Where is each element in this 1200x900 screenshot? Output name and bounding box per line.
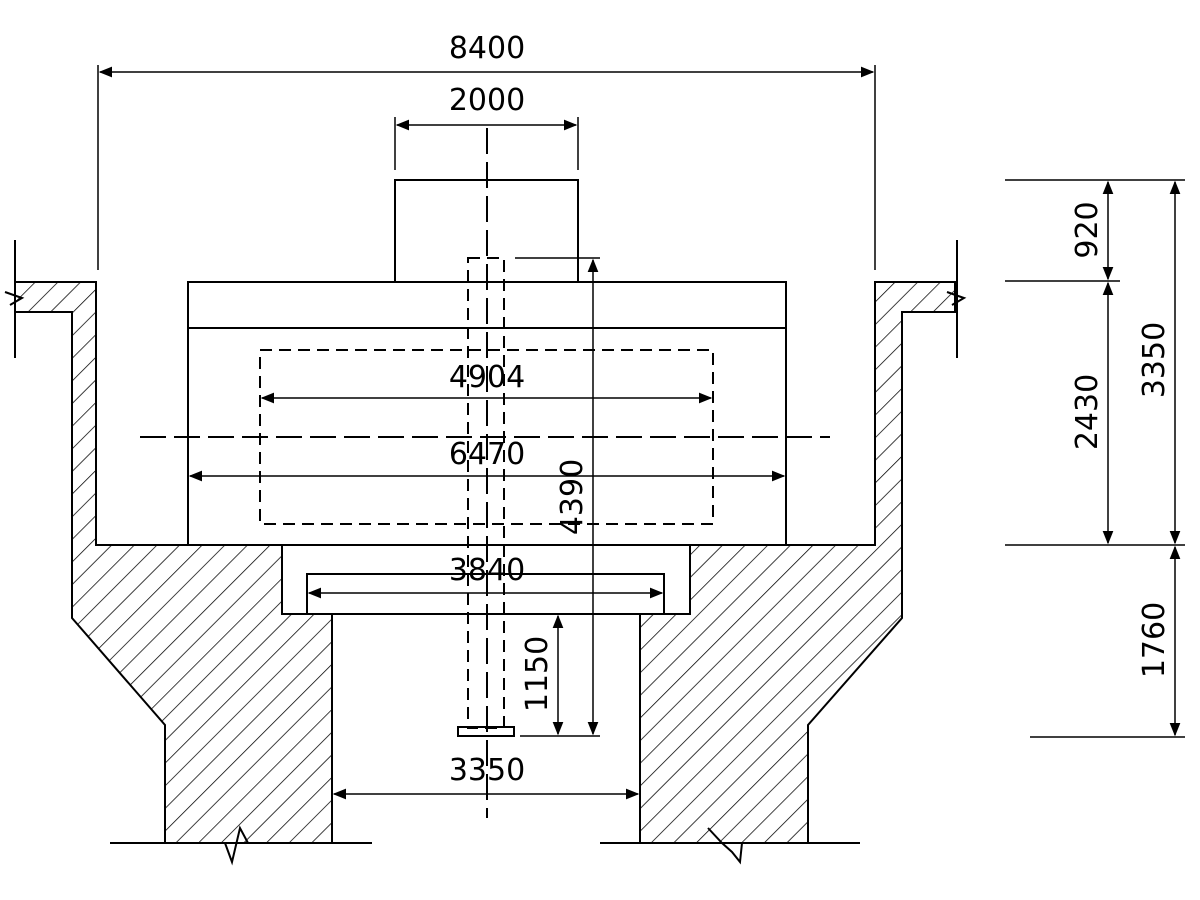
label-lower-plate-width: 3840 bbox=[449, 553, 525, 588]
lower-plate-inner bbox=[306, 573, 665, 615]
break-symbol-bottom-right bbox=[707, 827, 743, 865]
break-symbol-top-left bbox=[4, 240, 25, 358]
label-opening-width: 3350 bbox=[449, 753, 525, 788]
label-right-bottom: 1760 bbox=[1137, 602, 1172, 678]
concrete-pit bbox=[4, 240, 967, 866]
break-symbol-bottom-left bbox=[224, 825, 249, 866]
label-overall-width: 8400 bbox=[449, 31, 525, 66]
left-pit-wall bbox=[14, 281, 333, 844]
label-lower-depth: 1150 bbox=[520, 636, 555, 712]
label-right-middle: 2430 bbox=[1070, 374, 1105, 450]
label-shaft-height: 4390 bbox=[555, 459, 590, 535]
horizontal-dimensions bbox=[97, 65, 876, 800]
label-right-total: 3350 bbox=[1137, 322, 1172, 398]
break-symbol-top-right bbox=[946, 240, 967, 358]
vertical-dimensions-inner bbox=[515, 257, 600, 737]
label-inner-dashed-width: 4904 bbox=[449, 360, 525, 395]
label-right-top: 920 bbox=[1070, 201, 1105, 258]
label-top-block-width: 2000 bbox=[449, 83, 525, 118]
label-base-width: 6470 bbox=[449, 437, 525, 472]
right-pit-wall bbox=[639, 281, 956, 844]
vertical-dimensions-right bbox=[1005, 179, 1185, 738]
